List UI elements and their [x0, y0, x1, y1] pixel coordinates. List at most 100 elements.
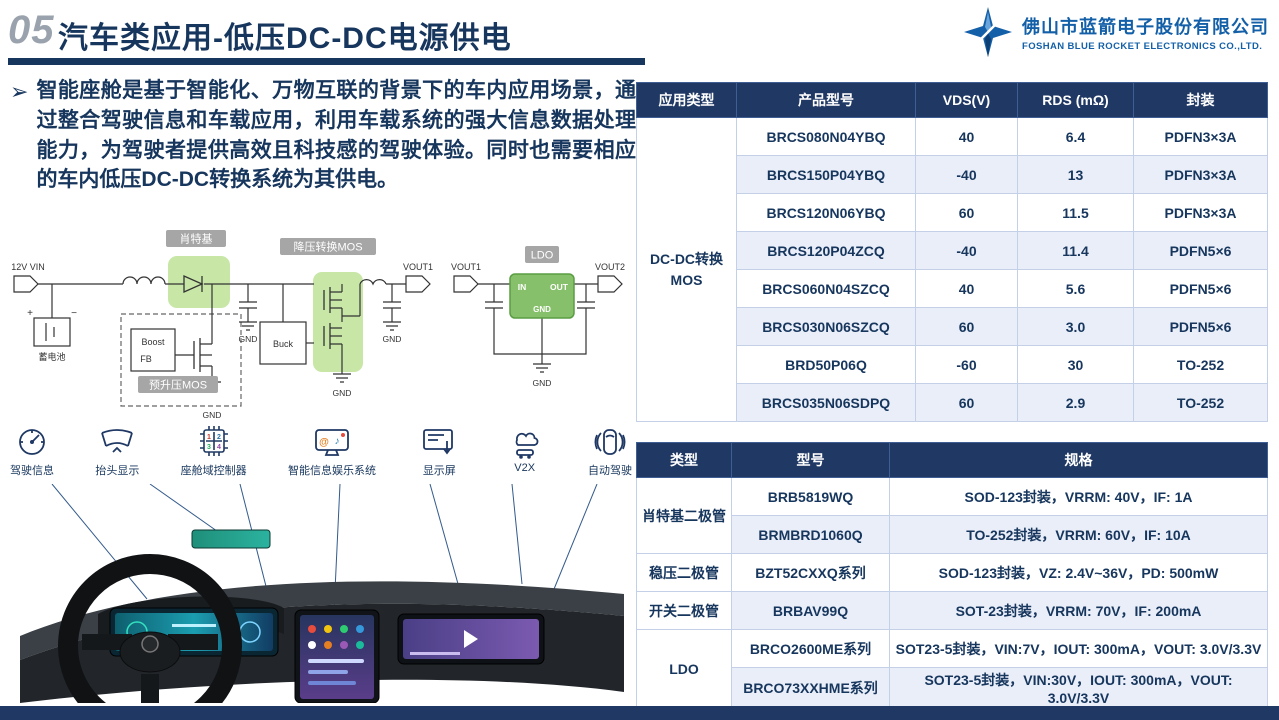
cell-rds: 3.0 — [1017, 307, 1134, 346]
mos-products-table: 应用类型 产品型号 VDS(V) RDS (mΩ) 封装 DC-DC转换MOS … — [636, 82, 1268, 422]
boost-block — [130, 328, 176, 372]
col-package: 封装 — [1133, 82, 1268, 118]
gnd-label-5: GND — [533, 378, 552, 388]
intro-paragraph: ➢ 智能座舱是基于智能化、万物互联的背景下的车内应用场景，通过整合驾驶信息和车载… — [10, 76, 636, 195]
fb-label: FB — [140, 354, 152, 364]
cell-package: PDFN3×3A — [1133, 155, 1268, 194]
circuit-diagram: + − 蓄电池 12V VIN Boost FB Buck — [8, 226, 636, 424]
cell-spec: TO-252封装，VRRM: 60V，IF: 10A — [889, 515, 1268, 554]
cell-package: TO-252 — [1133, 383, 1268, 422]
battery-label: 蓄电池 — [38, 351, 65, 362]
cell-model: BZT52CXXQ系列 — [731, 553, 890, 592]
feature-label: 座舱域控制器 — [180, 465, 247, 477]
cell-model: BRCO2600ME系列 — [731, 629, 890, 668]
cell-rds: 13 — [1017, 155, 1134, 194]
type-cell-ldo: LDO — [636, 629, 732, 709]
schottky-badge: 肖特基 — [180, 232, 213, 246]
cell-model: BRBAV99Q — [731, 591, 890, 630]
note-glyph: ♪ — [334, 436, 339, 447]
gnd-label-2: GND — [203, 410, 222, 420]
ldo-gnd-label: GND — [533, 305, 551, 314]
battery-plus: + — [27, 308, 33, 319]
cell-vds: 40 — [915, 117, 1018, 156]
cell-vds: 60 — [915, 383, 1018, 422]
battery-symbol — [33, 317, 71, 347]
buck-mos-highlight — [313, 272, 363, 372]
circuit-svg: + − 蓄电池 12V VIN Boost FB Buck — [11, 230, 625, 420]
table-row: BRCS060N04SZCQ 40 5.6 PDFN5×6 — [637, 269, 1268, 308]
table-row: LDO BRCO2600ME系列 SOT23-5封装，VIN:7V，IOUT: … — [636, 629, 1268, 709]
vout1-label: VOUT1 — [403, 262, 433, 272]
feature-display: 显示屏 — [417, 424, 461, 478]
feature-hud: 抬头显示 — [95, 424, 139, 478]
col-type: 类型 — [636, 442, 732, 478]
cell-package: PDFN5×6 — [1133, 307, 1268, 346]
intro-text: 智能座舱是基于智能化、万物互联的背景下的车内应用场景，通过整合驾驶信息和车载应用… — [36, 79, 636, 192]
title-underline — [8, 58, 645, 65]
feature-label: 自动驾驶 — [587, 465, 632, 477]
company-logo: 佛山市蓝箭电子股份有限公司 FOSHAN BLUE ROCKET ELECTRO… — [962, 6, 1269, 58]
boost-label: Boost — [141, 337, 165, 347]
cell-vds: -40 — [915, 231, 1018, 270]
steering-wheel — [58, 554, 242, 720]
col-rds: RDS (mΩ) — [1017, 82, 1134, 118]
table-row: BRCS120N06YBQ 60 11.5 PDFN3×3A — [637, 193, 1268, 232]
hud-screen — [191, 529, 271, 549]
bullet-arrow-icon: ➢ — [10, 79, 29, 104]
ldo-in-label: IN — [518, 282, 527, 292]
cell-model: BRMBRD1060Q — [731, 515, 890, 554]
cell-vds: -40 — [915, 155, 1018, 194]
battery-minus: − — [71, 308, 77, 319]
schottky-diode-symbol — [183, 274, 204, 294]
vin-label: 12V VIN — [11, 262, 45, 272]
vout1-label-2: VOUT1 — [451, 262, 481, 272]
feature-label: V2X — [514, 462, 536, 474]
table-row: BRMBRD1060Q TO-252封装，VRRM: 60V，IF: 10A — [637, 515, 1268, 554]
diode-products-table: 类型 型号 规格 肖特基二极管 BRB5819WQ SOD-123封装，VRRM… — [636, 442, 1268, 709]
type-cell-switching: 开关二极管 — [636, 591, 732, 630]
table-row: 开关二极管 BRBAV99Q SOT-23封装，VRRM: 70V，IF: 20… — [636, 591, 1268, 630]
page-title: 汽车类应用-低压DC-DC电源供电 — [58, 22, 512, 55]
chip-digit-4: 4 — [217, 444, 221, 451]
chip-digit-2: 2 — [217, 434, 221, 441]
cell-spec: SOD-123封装，VZ: 2.4V~36V，PD: 500mW — [889, 553, 1268, 592]
type-cell-zener: 稳压二极管 — [636, 553, 732, 592]
cell-rds: 11.4 — [1017, 231, 1134, 270]
cell-part-number: BRD50P06Q — [736, 345, 916, 384]
mos-table-header-row: 应用类型 产品型号 VDS(V) RDS (mΩ) 封装 — [636, 82, 1268, 118]
chip-icon: 1 2 3 4 — [199, 426, 228, 456]
feature-label: 智能信息娱乐系统 — [287, 465, 376, 477]
feature-infotainment: @ ♪ 智能信息娱乐系统 — [288, 424, 376, 478]
cell-part-number: BRCS120N06YBQ — [736, 193, 916, 232]
cell-package: PDFN3×3A — [1133, 117, 1268, 156]
heads-up-display-icon — [101, 429, 134, 453]
cell-part-number: BRCS060N04SZCQ — [736, 269, 916, 308]
gnd-label-1: GND — [239, 334, 258, 344]
feature-v2x: V2X — [503, 424, 547, 478]
buck-mosfet-symbols — [323, 287, 342, 349]
cell-vds: -60 — [915, 345, 1018, 384]
col-model: 型号 — [731, 442, 890, 478]
vout2-label: VOUT2 — [595, 262, 625, 272]
table-row: DC-DC转换MOS BRCS080N04YBQ 40 6.4 PDFN3×3A — [636, 117, 1268, 422]
display-icon — [423, 429, 454, 455]
feature-label: 抬头显示 — [95, 465, 140, 477]
category-cell: DC-DC转换MOS — [636, 117, 737, 422]
buck-mos-badge: 降压转换MOS — [293, 240, 362, 254]
cell-vds: 60 — [915, 193, 1018, 232]
col-app-type: 应用类型 — [636, 82, 737, 118]
feature-autonomous: 自动驾驶 — [588, 424, 632, 478]
at-glyph: @ — [319, 437, 329, 448]
col-vds: VDS(V) — [915, 82, 1018, 118]
boost-section-box — [120, 313, 242, 407]
company-name-cn: 佛山市蓝箭电子股份有限公司 — [1022, 16, 1269, 37]
cell-spec: SOT-23封装，VRRM: 70V，IF: 200mA — [889, 591, 1268, 630]
cell-part-number: BRCS035N06SDPQ — [736, 383, 916, 422]
boost-mosfet-symbol — [193, 338, 212, 372]
cell-part-number: BRCS150P04YBQ — [736, 155, 916, 194]
feature-icons-row: 驾驶信息 抬头显示 1 — [10, 424, 632, 478]
gnd-label-3: GND — [333, 388, 352, 398]
feature-label: 驾驶信息 — [10, 465, 54, 477]
vout1-connector — [405, 275, 431, 293]
ldo-block — [509, 273, 575, 319]
